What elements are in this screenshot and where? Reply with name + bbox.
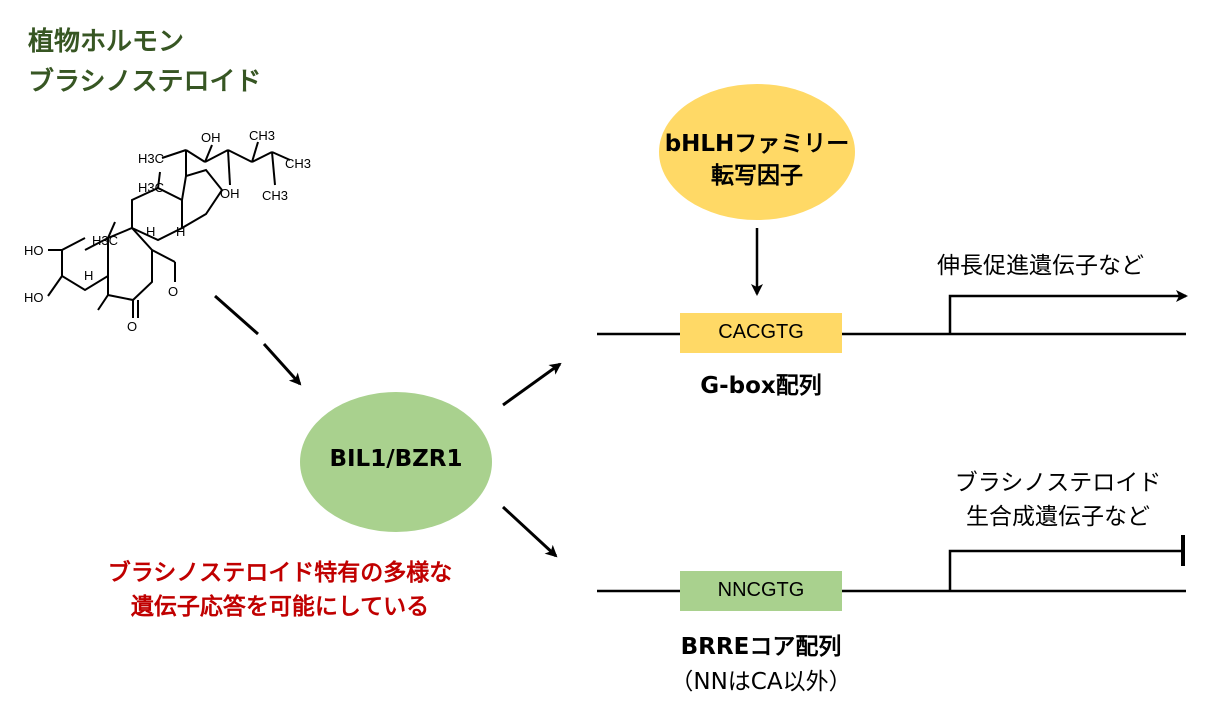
upper-promoter-arrow	[948, 290, 1188, 334]
brre-label: BRREコア配列	[680, 634, 842, 660]
mol-label-h-a: H	[146, 224, 155, 239]
bhlh-ellipse	[659, 84, 855, 220]
brre-sublabel: （NNはCA以外）	[670, 669, 852, 695]
mol-label-ho-bottom: HO	[24, 290, 44, 305]
arrow-molecule-to-tf	[214, 294, 302, 386]
mol-label-oh-top: OH	[201, 130, 221, 145]
note-line-1: ブラシノステロイド特有の多様な	[107, 560, 453, 586]
note-line-2: 遺伝子応答を可能にしている	[130, 594, 430, 620]
mol-label-h3c-side: H3C	[138, 151, 164, 166]
brre-sequence: NNCGTG	[717, 579, 805, 601]
mol-label-ho-top: HO	[24, 243, 44, 258]
mol-label-h3c-mid: H3C	[138, 180, 164, 195]
title-line-1: 植物ホルモン	[28, 27, 185, 57]
title-line-2: ブラシノステロイド	[28, 67, 262, 97]
brre-rect	[680, 571, 842, 611]
mol-label-ch3-right: CH3	[285, 156, 311, 171]
bhlh-label-line-2: 転写因子	[711, 163, 803, 189]
arrow-tf-to-upper	[502, 362, 562, 407]
mol-label-h-left: H	[84, 268, 93, 283]
mol-label-h-b: H	[176, 224, 185, 239]
mol-label-ch3-low: CH3	[262, 188, 288, 203]
arrow-tf-to-lower	[501, 505, 558, 558]
upper-target-label: 伸長促進遺伝子など	[937, 253, 1144, 279]
mol-label-ch3-top: CH3	[249, 128, 275, 143]
lower-target-line-1: ブラシノステロイド	[954, 470, 1162, 496]
gbox-rect	[680, 313, 842, 353]
mol-label-h3c-ring: H3C	[92, 233, 118, 248]
mol-label-o-carbonyl: O	[127, 319, 137, 334]
tf-label: BIL1/BZR1	[329, 446, 463, 472]
lower-target-line-2: 生合成遺伝子など	[966, 504, 1150, 530]
mol-label-oh-mid: OH	[220, 186, 240, 201]
tf-ellipse	[300, 392, 492, 532]
bhlh-label-line-1: bHLHファミリー	[664, 131, 850, 157]
mol-label-o-ring: O	[168, 284, 178, 299]
lower-promoter-bar	[948, 549, 1183, 591]
gbox-label: G-box配列	[700, 373, 822, 399]
brassinolide-structure	[47, 141, 291, 318]
gbox-sequence: CACGTG	[718, 321, 804, 343]
